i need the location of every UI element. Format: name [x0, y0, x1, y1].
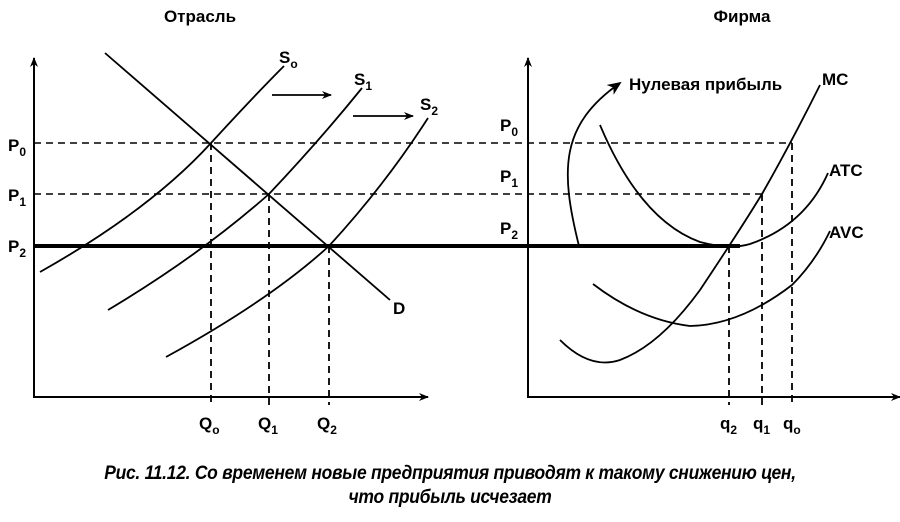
firm-p0-label: P0: [500, 116, 518, 139]
supply-curve-s2: [165, 117, 429, 358]
label-atc: ATC: [829, 161, 863, 180]
industry-q2-label: Q2: [317, 414, 337, 437]
firm-q1-label: q1: [753, 414, 770, 437]
label-s0: So: [279, 48, 298, 71]
caption-line-2: что прибыль исчезает: [348, 487, 552, 508]
label-s1: S1: [354, 70, 372, 93]
avc-curve: [592, 230, 831, 327]
industry-title: Отрасль: [164, 7, 236, 26]
supply-curve-s1: [107, 87, 363, 311]
caption-line-1: Рис. 11.12. Со временем новые предприяти…: [104, 463, 796, 484]
label-mc: MC: [822, 70, 848, 89]
firm-panel: Фирма Нулевая прибыль MC ATC AVC P0 P1 P…: [455, 7, 900, 437]
industry-panel: Отрасль So S1 S2 D P0 P1 P2 Qo Q1 Q2: [8, 7, 740, 437]
supply-curve-s0: [39, 65, 285, 273]
mc-curve: [559, 84, 821, 364]
zero-profit-arrow: [566, 81, 622, 247]
industry-p2-label: P2: [8, 237, 26, 260]
label-avc: AVC: [829, 223, 864, 242]
demand-curve: [104, 52, 391, 301]
industry-q0-label: Qo: [199, 414, 220, 437]
label-d: D: [393, 299, 405, 318]
industry-q1-label: Q1: [258, 414, 278, 437]
firm-p1-label: P1: [500, 167, 518, 190]
firm-p2-label: P2: [500, 219, 518, 242]
zero-profit-annotation: Нулевая прибыль: [629, 75, 782, 94]
label-s2: S2: [420, 95, 438, 118]
industry-p1-label: P1: [8, 186, 26, 209]
firm-q2-label: q2: [720, 414, 737, 437]
industry-p0-label: P0: [8, 136, 26, 159]
firm-title: Фирма: [714, 7, 771, 26]
firm-q0-label: qo: [783, 414, 801, 437]
atc-curve: [599, 124, 829, 248]
